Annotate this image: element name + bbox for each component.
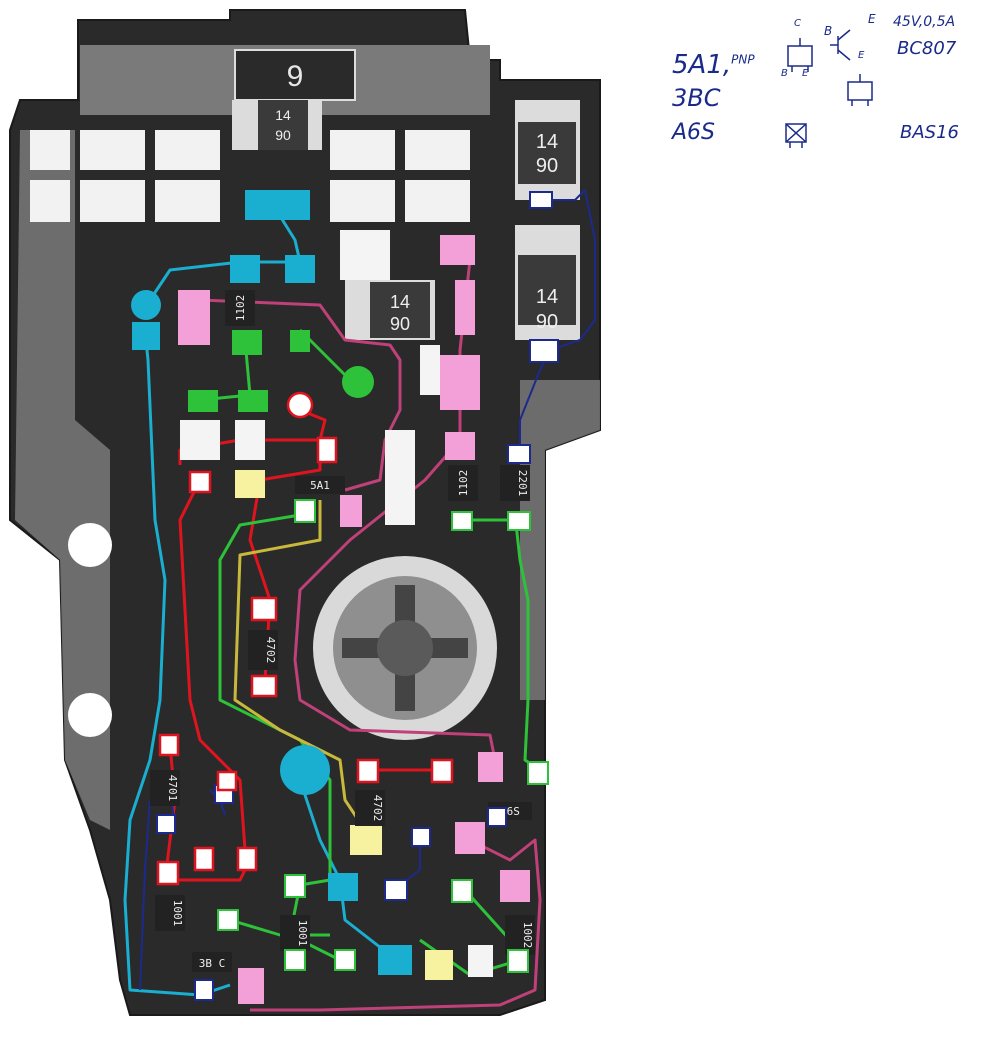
diode-sketch-icon: [785, 123, 807, 148]
note-part-code-5a1: 5A1,PNP: [672, 50, 755, 80]
copper-pour-right: [520, 380, 600, 700]
note-part-bc807: BC807: [897, 38, 957, 59]
svg-text:90: 90: [390, 314, 410, 334]
svg-text:1001: 1001: [296, 920, 309, 947]
note-pin-b-symbol: B: [824, 24, 833, 38]
svg-text:14: 14: [536, 131, 558, 153]
green-pads: [188, 330, 374, 412]
note-pin-e-symbol-bottom: E: [858, 50, 865, 61]
pink-pads: [178, 235, 530, 1004]
note-pin-e: E: [802, 68, 809, 79]
trace-magenta: [199, 259, 542, 1012]
note-pnp: PNP: [731, 52, 755, 67]
sot23-sketch-1: [787, 38, 813, 72]
top-ic-body: [234, 49, 356, 101]
trace-cyan-2: [148, 199, 302, 301]
mounting-holes: [68, 523, 593, 737]
white-chip-pads: [180, 230, 493, 977]
diode-top-center: 14 90: [232, 100, 322, 150]
note-pin-b: B: [781, 68, 788, 79]
top-ic-marking: 9: [287, 60, 304, 93]
note-part-bas16: BAS16: [900, 122, 959, 143]
diode-mid-right: 14 90: [515, 225, 580, 340]
center-switch: [313, 556, 497, 740]
note-sketches: [785, 29, 873, 148]
trace-red: [163, 408, 440, 882]
svg-text:90: 90: [536, 311, 558, 333]
note-part-code-a6s: A6S: [672, 120, 716, 145]
copper-pour-left: [15, 130, 110, 830]
trace-cyan: [123, 329, 231, 997]
edge-contact-pads: [30, 130, 470, 222]
svg-text:1102: 1102: [457, 470, 470, 497]
green-outline-pads: [217, 499, 549, 973]
svg-text:14: 14: [390, 292, 410, 312]
svg-text:90: 90: [275, 127, 291, 143]
transistor-symbol-icon: [830, 29, 851, 61]
svg-text:4702: 4702: [264, 637, 277, 664]
diode-center: 14 90: [345, 280, 435, 340]
yellow-pads: [235, 470, 453, 980]
svg-text:90: 90: [536, 155, 558, 177]
svg-text:14: 14: [275, 107, 291, 123]
diode-top-right: 14 90: [515, 100, 580, 200]
svg-text:5A1: 5A1: [310, 479, 330, 492]
svg-text:4701: 4701: [166, 775, 179, 802]
svg-text:3B C: 3B C: [199, 957, 226, 970]
note-pin-c: C: [794, 18, 801, 29]
smd-markings: 1102 1102 2201 5A1 4702 4702 4701 1001 1…: [150, 290, 535, 972]
sot23-sketch-2: [847, 74, 873, 106]
svg-text:1001: 1001: [171, 900, 184, 927]
svg-text:1002: 1002: [521, 922, 534, 949]
red-outline-pads: [156, 391, 454, 886]
note-rating: 45V,0,5A: [893, 14, 956, 30]
note-pin-e-symbol-top: E: [868, 12, 876, 26]
svg-text:14: 14: [536, 286, 558, 308]
svg-text:2201: 2201: [516, 470, 529, 497]
trace-olive: [233, 500, 367, 831]
cyan-pads: [131, 190, 412, 975]
svg-text:1102: 1102: [234, 295, 247, 322]
note-part-code-3bc: 3BC: [672, 84, 721, 112]
svg-text:4702: 4702: [371, 795, 384, 822]
